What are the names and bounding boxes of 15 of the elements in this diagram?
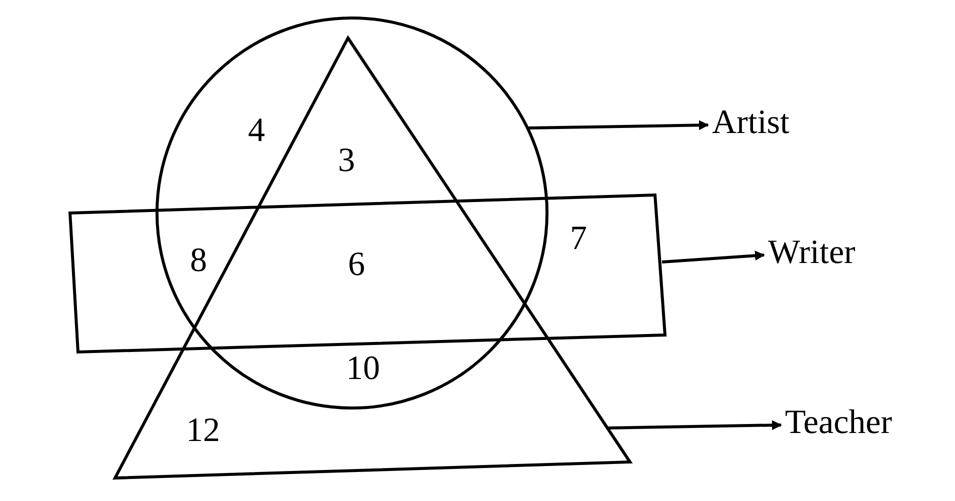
set-label: Writer	[768, 236, 856, 270]
set-label: Teacher	[785, 406, 892, 440]
region-count: 8	[190, 244, 207, 278]
region-count: 4	[248, 114, 265, 148]
arrow	[526, 120, 709, 130]
set-label: Artist	[712, 106, 790, 140]
arrow	[662, 250, 765, 264]
venn-triangle	[112, 35, 633, 480]
region-count: 7	[570, 222, 587, 256]
region-count: 12	[186, 414, 220, 448]
region-count: 3	[338, 144, 355, 178]
arrow	[606, 420, 782, 430]
venn-circle	[156, 16, 548, 410]
region-count: 10	[346, 352, 380, 386]
region-count: 6	[348, 248, 365, 282]
